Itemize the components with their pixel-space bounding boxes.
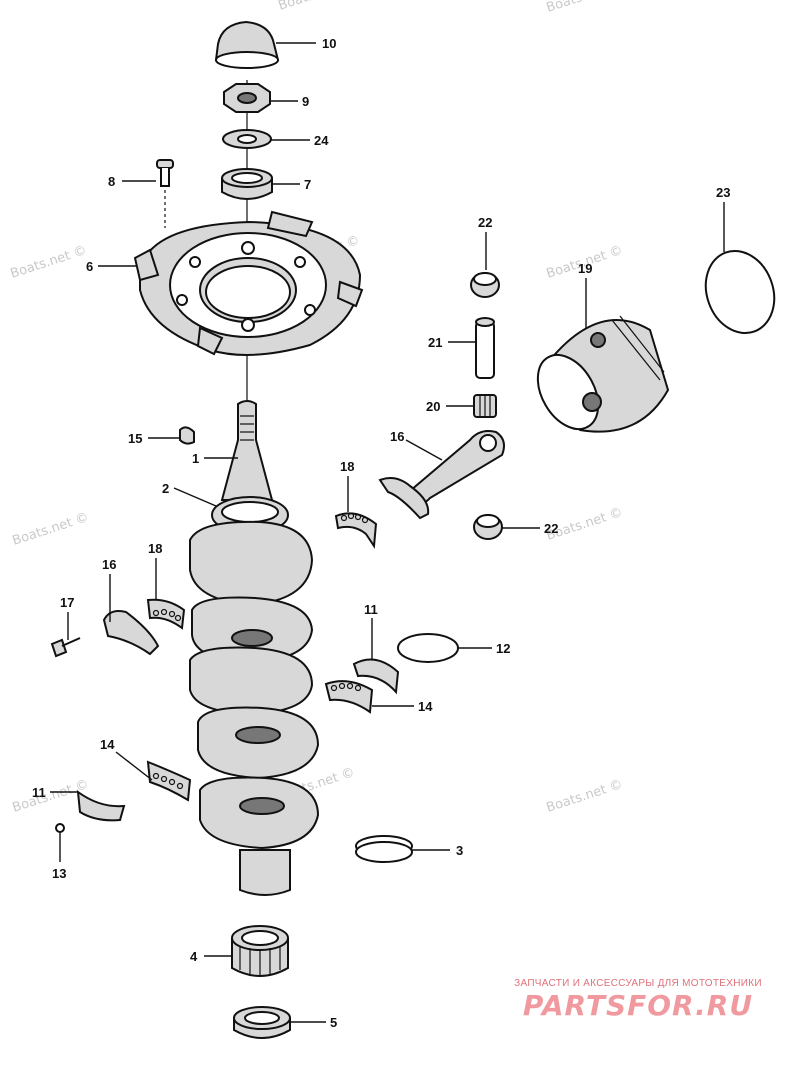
watermark: Boats.net © xyxy=(11,510,91,549)
callout-1: 1 xyxy=(192,451,199,466)
callout-7: 7 xyxy=(304,177,311,192)
part-14-needle-cage-right xyxy=(324,680,374,714)
part-1-crankshaft xyxy=(189,400,320,896)
part-7-oil-seal xyxy=(221,168,273,200)
watermark: Boats.net © xyxy=(545,0,625,16)
callout-numbers: 10 9 24 8 7 23 22 6 19 21 20 15 16 1 18 … xyxy=(32,36,730,1030)
site-branding: ЗАПЧАСТИ И АКСЕССУАРЫ ДЛЯ МОТОТЕХНИКИ PA… xyxy=(488,978,788,1023)
part-14-needle-cage-left xyxy=(146,760,192,802)
callout-10: 10 xyxy=(322,36,336,51)
part-3-retaining-ring xyxy=(355,835,413,863)
part-24-washer xyxy=(222,129,272,149)
part-9-nut xyxy=(223,83,271,113)
callout-19: 19 xyxy=(578,261,592,276)
part-20-needle-bearing xyxy=(473,394,497,418)
callout-2: 2 xyxy=(162,481,169,496)
watermark: Boats.net © xyxy=(545,777,625,816)
callout-16-cap: 16 xyxy=(102,557,116,572)
part-22-piston-pin-clip-bottom xyxy=(473,514,503,540)
part-18-bearing-half-right xyxy=(334,512,378,549)
part-13-ball xyxy=(55,823,65,833)
callout-23: 23 xyxy=(716,185,730,200)
watermark: Boats.net © xyxy=(9,243,89,282)
part-22-piston-pin-clip-top xyxy=(470,272,500,298)
part-16-connecting-rod xyxy=(378,430,505,520)
callout-13: 13 xyxy=(52,866,66,881)
branding-tagline: ЗАПЧАСТИ И АКСЕССУАРЫ ДЛЯ МОТОТЕХНИКИ xyxy=(514,978,762,989)
callout-17: 17 xyxy=(60,595,74,610)
part-21-piston-pin xyxy=(475,317,495,379)
part-18-bearing-half-left xyxy=(146,598,186,630)
callout-18-right: 18 xyxy=(340,459,354,474)
callout-4: 4 xyxy=(190,949,198,964)
callout-21: 21 xyxy=(428,335,442,350)
callout-11-right: 11 xyxy=(364,602,378,617)
part-4-roller-bearing xyxy=(231,925,289,977)
part-11-bearing-race-left xyxy=(76,789,126,822)
callout-8: 8 xyxy=(108,174,115,189)
callout-3: 3 xyxy=(456,843,463,858)
part-10-flywheel-cap xyxy=(214,20,280,69)
part-17-bolt xyxy=(50,637,81,658)
part-23-piston-ring xyxy=(704,249,776,335)
part-15-woodruff-key xyxy=(179,426,195,445)
callout-22-top: 22 xyxy=(478,215,492,230)
part-16-rod-cap-left xyxy=(102,610,160,656)
callout-5: 5 xyxy=(330,1015,337,1030)
part-5-lower-seal xyxy=(233,1006,291,1039)
part-19-piston xyxy=(536,315,670,433)
callout-16-rod: 16 xyxy=(390,429,404,444)
callout-24: 24 xyxy=(314,133,329,148)
callout-11-left: 11 xyxy=(32,785,46,800)
watermark: Boats.net © xyxy=(277,0,357,14)
part-8-screw xyxy=(156,159,174,228)
callout-14-left: 14 xyxy=(100,737,115,752)
leader-lines xyxy=(50,42,725,1023)
part-11-bearing-race-right xyxy=(352,658,400,695)
callout-9: 9 xyxy=(302,94,309,109)
watermarks: Boats.net © Boats.net © Boats.net © Boat… xyxy=(9,0,625,816)
callout-14-right: 14 xyxy=(418,699,433,714)
branding-logo: PARTSFOR.RU xyxy=(522,989,754,1022)
callout-12: 12 xyxy=(496,641,510,656)
callout-20: 20 xyxy=(426,399,440,414)
callout-6: 6 xyxy=(86,259,93,274)
part-12-snap-ring xyxy=(397,633,459,663)
part-6-bearing-housing xyxy=(133,210,364,356)
callout-15: 15 xyxy=(128,431,142,446)
callout-18-left: 18 xyxy=(148,541,162,556)
callout-22-bottom: 22 xyxy=(544,521,558,536)
